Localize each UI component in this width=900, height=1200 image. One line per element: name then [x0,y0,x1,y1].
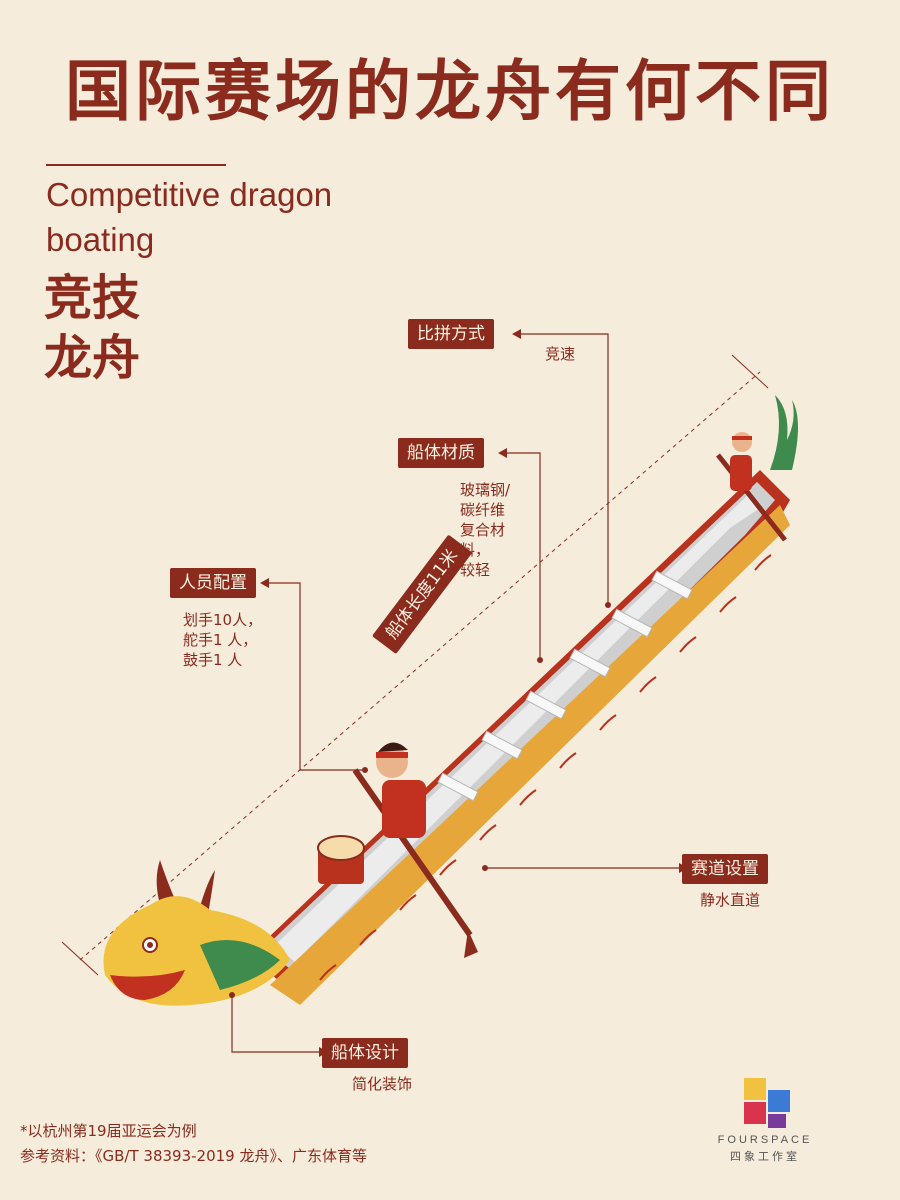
footnote-example: *以杭州第19届亚运会为例 [20,1122,197,1140]
brand-name-en: FOURSPACE [717,1134,813,1146]
fourspace-logo-icon [744,1078,790,1128]
crew-label: 人员配置 [170,568,256,598]
drum [317,835,365,884]
course-label: 赛道设置 [682,854,768,884]
course-desc: 静水直道 [700,891,761,909]
steerer [716,432,787,542]
boat-hull [250,470,790,1005]
leader-material [506,452,541,660]
leader-design [231,995,320,1053]
design-desc: 简化装饰 [352,1075,413,1093]
competition-desc: 竞速 [545,345,576,363]
design-label: 船体设计 [322,1038,408,1068]
brand-block: FOURSPACE 四象工作室 [700,1134,830,1164]
leader-competition [520,333,609,605]
arrow-material [498,448,507,458]
dragon-head [103,860,290,1006]
material-desc: 玻璃钢/ 碳纤维 复合材 料， 较轻 [460,481,511,579]
boat-length-end-tick-top [731,354,769,389]
dragon-tail [770,395,798,470]
subtitle-chinese: 竞技 龙舟 [44,270,141,386]
subtitle-english: Competitive dragon boating [46,176,333,258]
material-label: 船体材质 [398,438,484,468]
boat-length-end-tick-bottom [61,941,99,976]
crew-desc: 划手10人， 舵手1 人， 鼓手1 人 [183,611,263,669]
arrow-crew [260,578,269,588]
front-paddler [352,742,478,958]
footnote-sources: 参考资料：《GB/T 38393-2019 龙舟》、广东体育等 [20,1147,367,1165]
leader-crew [268,582,365,771]
title-divider [46,164,226,166]
brand-name-cn: 四象工作室 [730,1151,800,1163]
page-title: 国际赛场的龙舟有何不同 [65,53,835,130]
arrow-competition [512,329,521,339]
competition-label: 比拼方式 [408,319,494,349]
boat-length-dashed-line [79,371,761,961]
